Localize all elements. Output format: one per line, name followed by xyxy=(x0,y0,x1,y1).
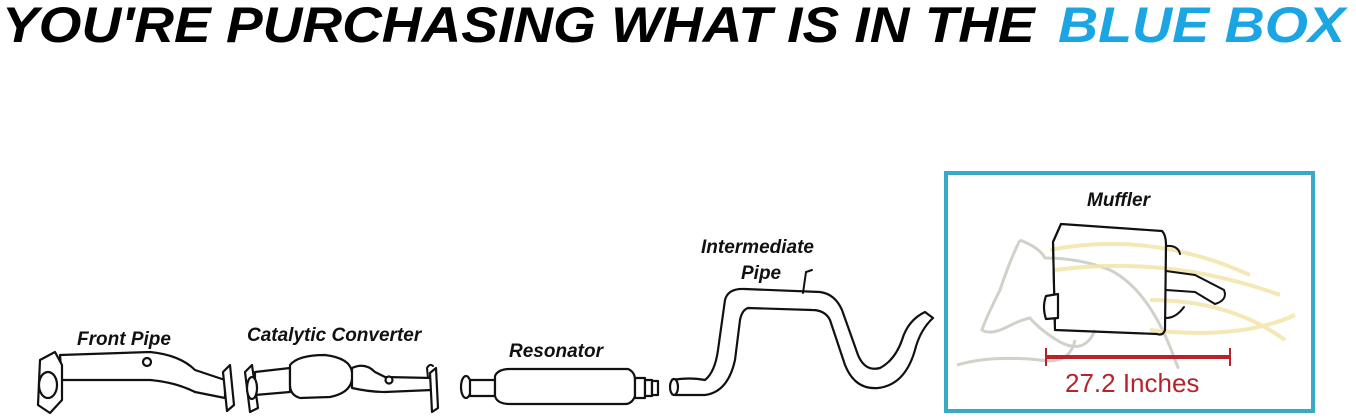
flow-swooshes xyxy=(1049,241,1296,342)
title-prefix: YOU'RE PURCHASING WHAT IS IN THE xyxy=(2,0,1050,53)
label-catalytic-converter: Catalytic Converter xyxy=(247,325,423,346)
label-front-pipe: Front Pipe xyxy=(77,329,171,350)
catalytic-converter-drawing: Catalytic Converter xyxy=(243,325,440,414)
title-highlight: BLUE BOX xyxy=(1058,0,1348,53)
measurement-line xyxy=(1045,348,1231,366)
label-intermediate: Intermediate xyxy=(701,237,814,258)
front-pipe-drawing: Front Pipe xyxy=(36,329,236,415)
intermediate-pipe-drawing: Intermediate Pipe xyxy=(668,237,935,397)
measurement-label: 27.2 Inches xyxy=(1065,368,1199,398)
muffler-drawing xyxy=(1042,222,1226,336)
label-resonator: Resonator xyxy=(509,341,605,362)
blue-box: Muffler 27.2 Inches xyxy=(944,171,1315,413)
horse-logo-watermark xyxy=(956,238,1180,370)
resonator-drawing: Resonator xyxy=(459,341,660,406)
label-intermediate-pipe: Pipe xyxy=(741,263,782,284)
label-muffler: Muffler xyxy=(1087,190,1152,211)
